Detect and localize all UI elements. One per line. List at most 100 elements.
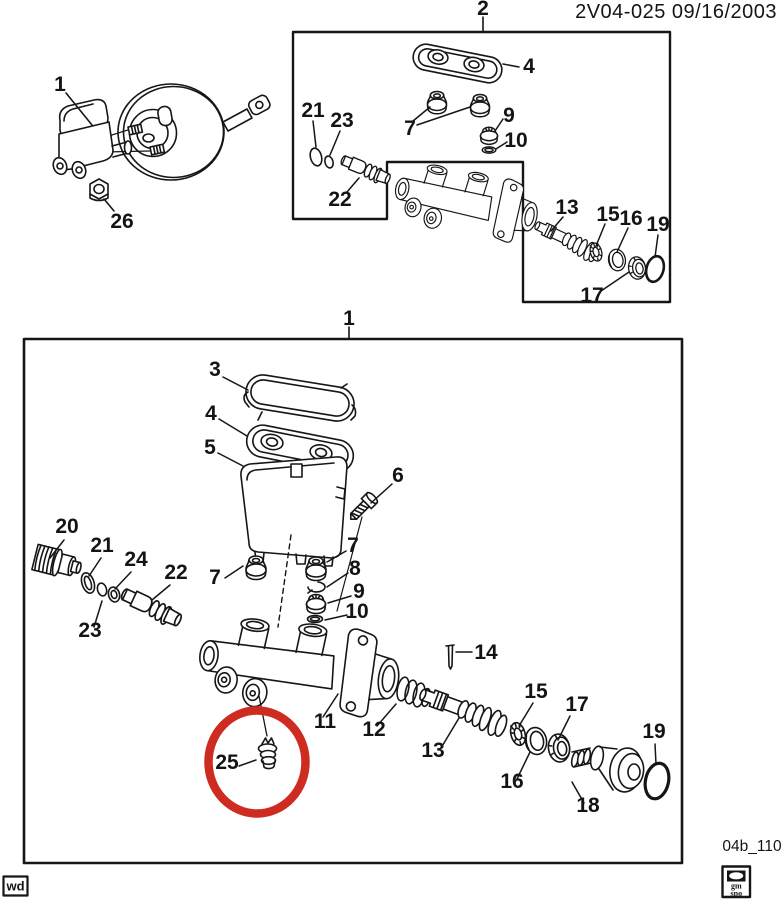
master-cylinder-small	[52, 98, 133, 180]
pushrod	[222, 108, 253, 132]
leader-26	[103, 198, 115, 212]
inset-grommet	[426, 90, 448, 115]
callout-6: 6	[392, 464, 404, 487]
callout-13: 13	[421, 739, 444, 762]
inset-part-17	[626, 255, 648, 281]
callout-12: 12	[362, 718, 385, 741]
bleeder-valve-25	[257, 737, 278, 770]
part-15	[507, 720, 529, 748]
inset-oring-19	[644, 254, 666, 284]
callout-24: 24	[124, 548, 148, 571]
callout-4-inset: 4	[523, 55, 535, 78]
bleeder-hole-line	[258, 695, 268, 737]
gm-spo-logo	[721, 865, 752, 899]
cylinder-body-11	[193, 609, 405, 725]
inset-grommet	[469, 93, 491, 118]
callout-18: 18	[576, 794, 600, 817]
callout-21: 21	[90, 534, 114, 557]
callout-10: 10	[345, 600, 368, 623]
wd-watermark: wd	[5, 879, 24, 894]
alignment-dashed-line	[277, 534, 292, 628]
logo-text-spo: spo	[731, 889, 743, 898]
logo-text-gm: gm	[731, 882, 742, 891]
oring-24	[107, 586, 121, 603]
callout-16-inset: 16	[619, 207, 642, 230]
inset-gasket	[412, 43, 503, 84]
primary-piston-13	[414, 682, 511, 740]
inset-oring-23	[324, 155, 334, 169]
seal-8	[307, 581, 326, 594]
pushrod-clevis	[247, 94, 271, 116]
callout-7-left: 7	[209, 566, 221, 589]
inset-box-label: 2	[477, 0, 489, 20]
cap-9	[305, 593, 327, 615]
callout-16: 16	[500, 770, 523, 793]
callout-13-inset: 13	[555, 196, 578, 219]
line-art	[2, 16, 752, 899]
main-leader-lines	[49, 376, 657, 804]
leader-1	[65, 92, 93, 126]
callout-3: 3	[209, 358, 221, 381]
main-detail-box	[22, 326, 684, 865]
callout-20: 20	[55, 515, 78, 538]
callout-7-center: 7	[347, 534, 359, 557]
document-code: 2V04-025 09/16/2003	[575, 1, 777, 23]
callout-26: 26	[110, 210, 133, 233]
callout-23: 23	[78, 619, 101, 642]
mounting-stud	[127, 123, 144, 136]
inset-piston-13	[530, 216, 602, 265]
oring-19	[643, 761, 671, 801]
main-box-outline	[22, 337, 684, 865]
fitting-22	[117, 585, 185, 632]
inset-oring-10	[481, 146, 497, 154]
grommet-7-center	[305, 556, 327, 582]
retainer-pin-14	[445, 644, 455, 670]
inset-leader-lines	[312, 63, 659, 292]
callout-9: 9	[353, 580, 365, 603]
mounting-nut	[89, 178, 109, 202]
inset-box-outline	[291, 30, 672, 304]
inset-oring-21	[309, 147, 323, 167]
screw-6	[349, 491, 379, 521]
callout-5: 5	[204, 436, 216, 459]
callout-22: 22	[164, 561, 187, 584]
callout-25: 25	[215, 751, 239, 774]
callout-14: 14	[474, 641, 498, 664]
callout-10-inset: 10	[504, 129, 527, 152]
callout-21-inset: 21	[301, 99, 325, 122]
callout-1-assembly: 1	[54, 73, 66, 96]
screw-hole-line	[336, 516, 363, 612]
inset-fitting-22	[337, 152, 393, 188]
booster-face-slot	[157, 105, 173, 127]
callout-19: 19	[642, 720, 665, 743]
wd-box	[2, 875, 29, 897]
reservoir-tank	[240, 456, 348, 567]
figure-code: 04b_110	[722, 838, 782, 855]
callout-9-inset: 9	[503, 104, 515, 127]
booster-assembly-drawing	[52, 83, 271, 212]
callout-15-inset: 15	[596, 203, 620, 226]
callout-17-inset: 17	[580, 284, 603, 307]
callout-19-inset: 19	[646, 213, 669, 236]
oring-10	[306, 614, 324, 624]
callout-8: 8	[349, 557, 361, 580]
secondary-piston-18	[570, 745, 645, 793]
oring-23	[96, 582, 108, 597]
reservoir-cover	[243, 374, 357, 422]
part-16	[522, 725, 550, 757]
callout-4: 4	[205, 402, 217, 425]
grommet-7-left	[245, 555, 267, 581]
callout-11: 11	[314, 710, 337, 733]
highlight-circle-part-25	[204, 706, 310, 818]
callout-22-inset: 22	[328, 188, 351, 211]
oring-21	[80, 572, 96, 594]
inset-cylinder-body	[388, 155, 544, 250]
main-box-label: 1	[343, 307, 355, 330]
callout-7-inset: 7	[404, 117, 416, 140]
plug-20	[31, 543, 82, 577]
inset-detail-box	[291, 16, 672, 304]
callout-15: 15	[524, 680, 548, 703]
callout-17: 17	[565, 693, 588, 716]
